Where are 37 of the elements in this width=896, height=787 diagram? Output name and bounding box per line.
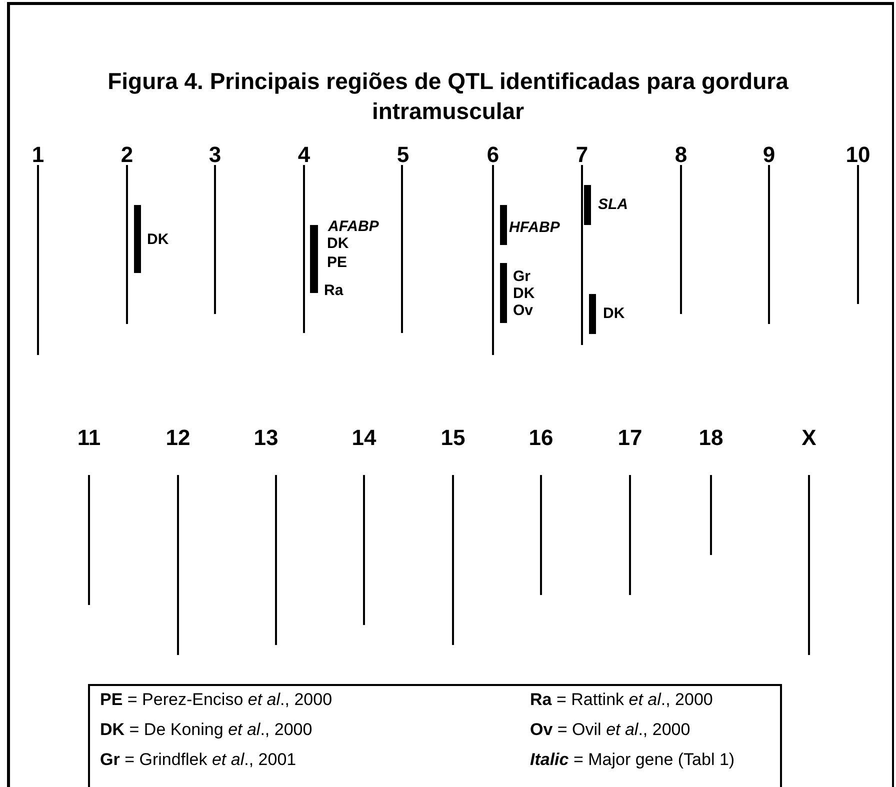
chromosome-number: 18 xyxy=(698,425,724,451)
chromosome-number: 15 xyxy=(440,425,466,451)
chromosome-number: 11 xyxy=(77,425,101,451)
chromosome-number: 7 xyxy=(576,142,588,168)
qtl-label: PE xyxy=(327,254,348,271)
chromosome-number: 2 xyxy=(120,142,134,168)
qtl-label: Gr xyxy=(513,268,531,285)
qtl-label: HFABP xyxy=(509,219,560,236)
legend-entry: DK = De Koning et al., 2000 xyxy=(100,720,312,740)
chromosome-number: 12 xyxy=(166,425,190,451)
chromosome-number: X xyxy=(802,425,816,451)
qtl-label: Ra xyxy=(324,282,344,299)
chromosome-number: 5 xyxy=(396,142,410,168)
chromosome-number: 3 xyxy=(208,142,222,168)
legend-entry: Italic = Major gene (Tabl 1) xyxy=(530,750,735,770)
qtl-label: Ov xyxy=(513,302,534,319)
legend-entry: Gr = Grindflek et al., 2001 xyxy=(100,750,296,770)
chromosome-number: 9 xyxy=(762,142,776,168)
chromosome-number: 10 xyxy=(846,142,870,168)
title: Figura 4. Principais regiões de QTL identificadas para gordura intramuscular xyxy=(106,67,790,126)
qtl-label: SLA xyxy=(598,196,628,213)
qtl-label: DK xyxy=(147,231,169,248)
chromosome-number: 17 xyxy=(618,425,642,451)
chromosome-number: 1 xyxy=(32,142,44,168)
qtl-label: DK xyxy=(603,305,625,322)
chromosome-number: 8 xyxy=(674,142,688,168)
chromosome-number: 4 xyxy=(298,142,310,168)
chromosome-number: 16 xyxy=(528,425,554,451)
qtl-label: DK xyxy=(513,285,535,302)
qtl-label: DK xyxy=(327,235,349,252)
chromosome-number: 14 xyxy=(352,425,376,451)
legend-entry: Ov = Ovil et al., 2000 xyxy=(530,720,690,740)
legend-entry: PE = Perez-Enciso et al., 2000 xyxy=(100,690,332,710)
legend-entry: Ra = Rattink et al., 2000 xyxy=(530,690,713,710)
chromosome-number: 13 xyxy=(254,425,278,451)
qtl-label: AFABP xyxy=(328,218,379,235)
chromosome-number: 6 xyxy=(486,142,500,168)
